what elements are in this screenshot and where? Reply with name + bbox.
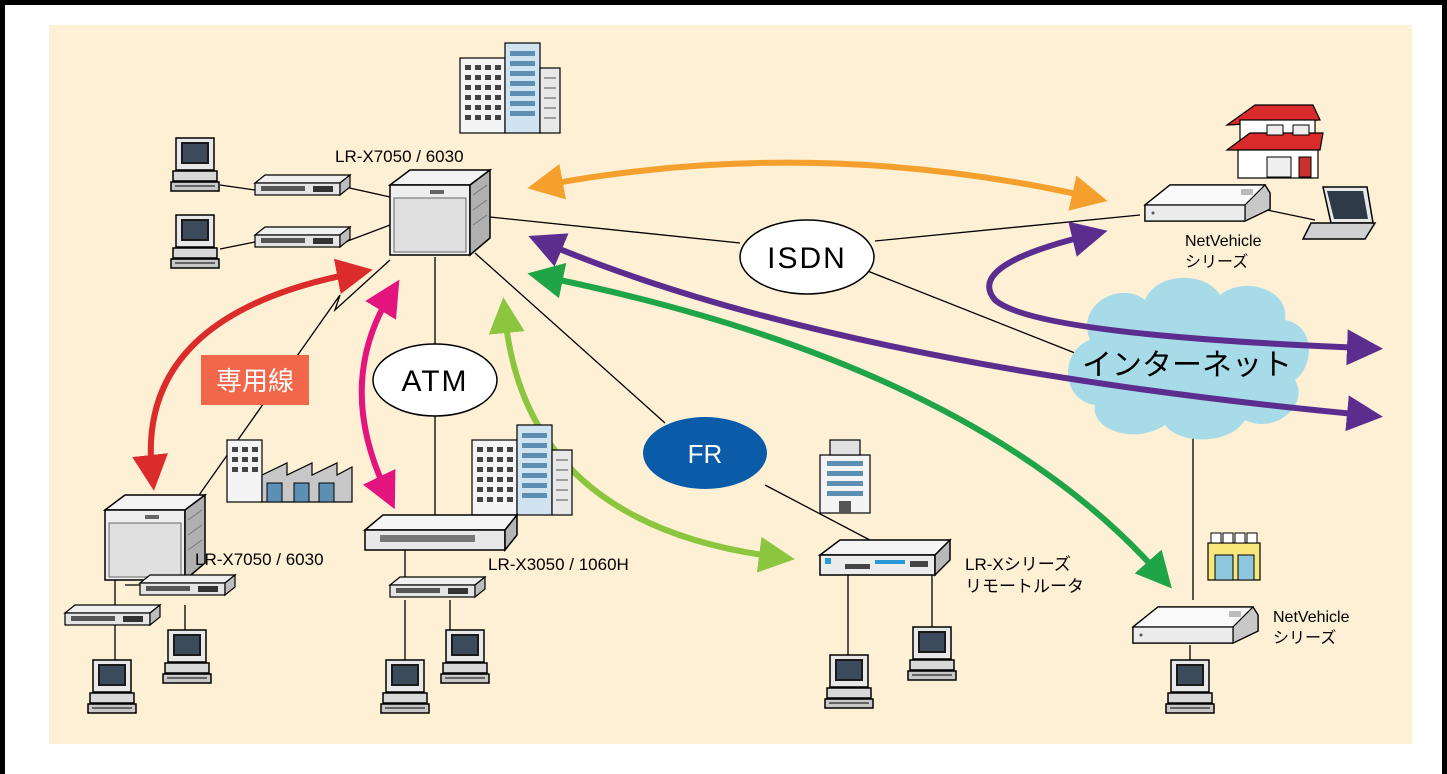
hq-pc-upper: [170, 137, 220, 192]
atm-router-label: LR-X3050 / 1060H: [488, 555, 629, 574]
branch-hub-left: [64, 604, 161, 626]
internet-label: インターネット: [1082, 349, 1292, 382]
remote-pc-left: [824, 654, 874, 709]
branch-hub-right: [139, 574, 236, 596]
office-building-icon: [819, 439, 871, 514]
atm-site-pc-right: [440, 629, 490, 684]
atm-site-hub: [389, 576, 486, 598]
orange-arrow: [527, 159, 1108, 211]
isdn-network: ISDN: [739, 219, 875, 295]
remote-router-label-line1: LR-Xシリーズ: [965, 555, 1071, 574]
nv-bottom-label-line1: NetVehicle: [1273, 609, 1350, 626]
atm-site-pc-left: [380, 659, 430, 714]
atm-router-lr-x3050: [362, 512, 519, 553]
fr-network: FR: [643, 417, 767, 489]
fr-label: FR: [688, 439, 723, 469]
branch-pc-right: [162, 629, 212, 684]
internet-cloud: インターネット: [1068, 277, 1309, 440]
atm-label: ATM: [401, 365, 468, 398]
shop-icon: [1207, 532, 1261, 581]
red-arrow: [132, 258, 373, 491]
nv-bottom-pc: [1165, 659, 1215, 714]
leased-line-badge: 専用線: [201, 355, 309, 405]
house-icon: [1224, 104, 1324, 179]
hq-router-label: LR-X7050 / 6030: [335, 147, 464, 166]
isdn-label: ISDN: [767, 242, 847, 275]
factory-icon: [226, 439, 353, 503]
network-diagram: ISDN ATM FR インターネット 専用線: [49, 25, 1412, 744]
remote-router-label-line2: リモートルータ: [965, 577, 1084, 596]
atm-network: ATM: [372, 343, 498, 417]
laptop-icon: [1301, 186, 1377, 240]
branch-router: [104, 494, 206, 581]
remote-pc-right: [907, 626, 957, 681]
nv-bottom-label-line2: シリーズ: [1273, 629, 1336, 647]
branch-pc-left: [87, 659, 137, 714]
nv-top-label-line1: NetVehicle: [1185, 233, 1262, 250]
hq-hub-upper: [254, 174, 351, 196]
hq-router: [389, 169, 491, 256]
netvehicle-bottom: [1132, 606, 1259, 644]
branch-router-label: LR-X7050 / 6030: [195, 550, 324, 569]
lightgreen-arrow: [488, 297, 795, 573]
netvehicle-top: [1144, 184, 1271, 222]
nv-top-label-line2: シリーズ: [1185, 253, 1248, 271]
traffic-arrows: [132, 159, 1383, 589]
hq-pc-lower: [170, 214, 220, 269]
hq-hub-lower: [254, 226, 351, 248]
remote-router-lr-x: [817, 538, 952, 577]
leased-line-label: 専用線: [216, 366, 294, 396]
